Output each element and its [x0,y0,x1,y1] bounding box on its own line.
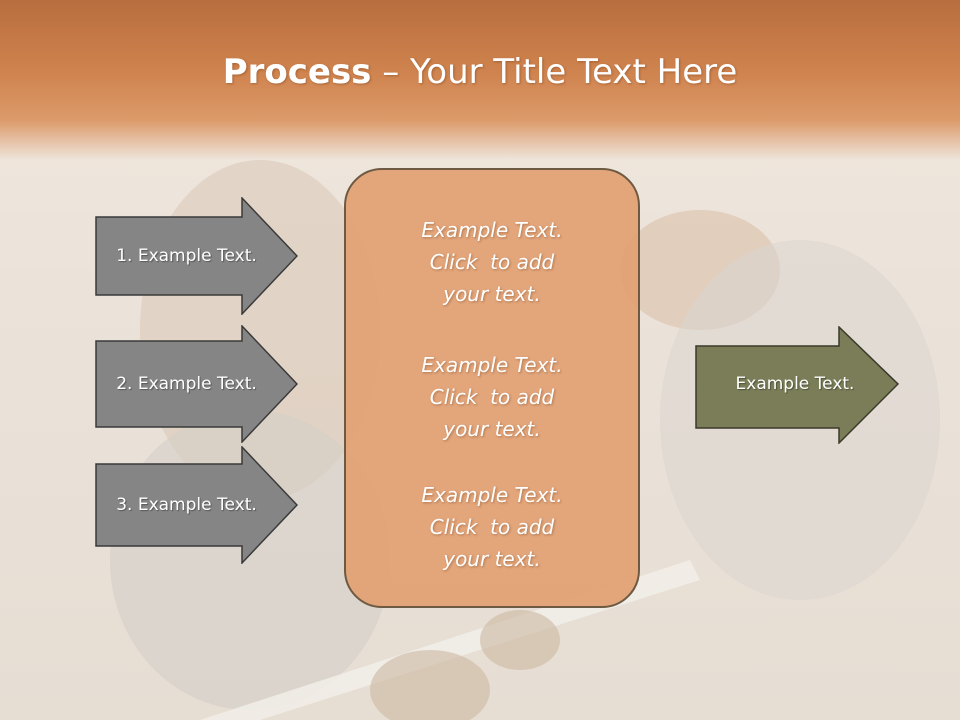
title-bold: Process [222,52,372,92]
text-block-3: Example Text. Click to add your text. [346,479,638,575]
left-arrow-3-label: 3. Example Text. [116,495,257,515]
text-block-2: Example Text. Click to add your text. [346,349,638,445]
header-band [0,0,960,160]
left-arrow-3[interactable]: 3. Example Text. [95,446,298,564]
left-arrow-2-label: 2. Example Text. [116,374,257,394]
arrow-shape [95,446,298,564]
text-block-3-line3: your text. [443,547,541,571]
text-block-3-line1: Example Text. [421,483,563,507]
left-arrow-2[interactable]: 2. Example Text. [95,325,298,443]
text-block-2-line3: your text. [443,417,541,441]
title-rest: – Your Title Text Here [371,52,738,92]
text-block-1-line2: Click to add [429,250,555,274]
text-block-1: Example Text. Click to add your text. [346,214,638,310]
center-text-box[interactable]: Example Text. Click to add your text. Ex… [344,168,640,608]
left-arrow-1-label: 1. Example Text. [116,246,257,266]
text-block-1-line3: your text. [443,282,541,306]
text-block-3-line2: Click to add [429,515,555,539]
text-block-1-line1: Example Text. [421,218,563,242]
text-block-2-line2: Click to add [429,385,555,409]
slide-title[interactable]: Process – Your Title Text Here [0,52,960,92]
right-arrow[interactable]: Example Text. [695,326,899,444]
text-block-2-line1: Example Text. [421,353,563,377]
arrow-shape [95,197,298,315]
left-arrow-1[interactable]: 1. Example Text. [95,197,298,315]
right-arrow-label: Example Text. [735,374,855,394]
arrow-shape [95,325,298,443]
arrow-shape [695,326,899,444]
